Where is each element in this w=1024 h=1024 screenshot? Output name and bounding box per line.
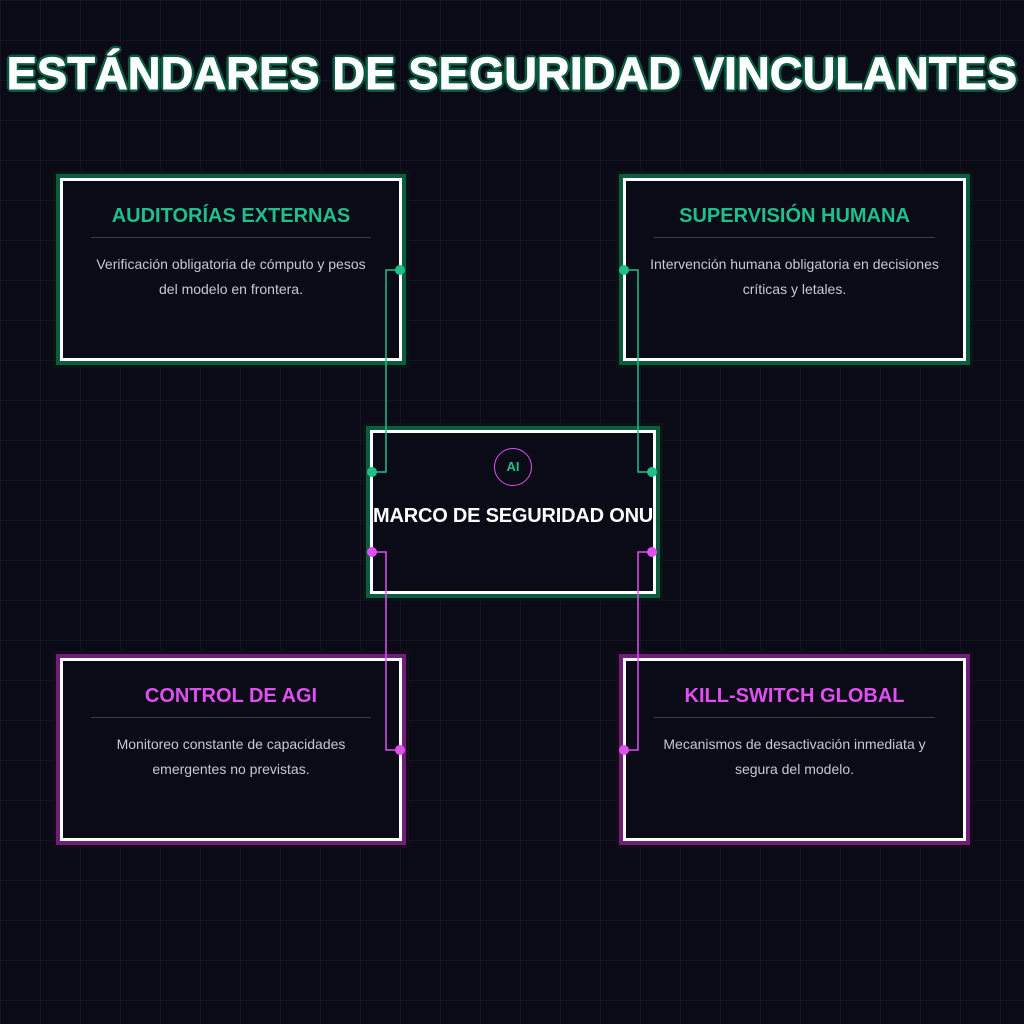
card-description: Monitoreo constante de capacidades emerg… (116, 736, 346, 777)
card-description: Intervención humana obligatoria en decis… (650, 256, 939, 297)
card-description: Mecanismos de desactivación inmediata y … (663, 736, 926, 777)
card-title: SUPERVISIÓN HUMANA (654, 203, 935, 238)
card-title: CONTROL DE AGI (91, 683, 371, 718)
card-title: AUDITORÍAS EXTERNAS (91, 203, 371, 238)
card-control-de-agi: CONTROL DE AGI Monitoreo constante de ca… (60, 658, 402, 841)
ai-badge-icon: AI (494, 448, 532, 486)
card-kill-switch-global: KILL-SWITCH GLOBAL Mecanismos de desacti… (623, 658, 966, 841)
card-title: KILL-SWITCH GLOBAL (654, 683, 935, 718)
center-title: MARCO DE SEGURIDAD ONU (373, 505, 654, 527)
center-node: AI MARCO DE SEGURIDAD ONU (370, 430, 656, 594)
card-auditorias-externas: AUDITORÍAS EXTERNAS Verificación obligat… (60, 178, 402, 361)
page-title: ESTÁNDARES DE SEGURIDAD VINCULANTES (6, 48, 1018, 100)
card-description: Verificación obligatoria de cómputo y pe… (96, 256, 366, 297)
card-supervision-humana: SUPERVISIÓN HUMANA Intervención humana o… (623, 178, 966, 361)
